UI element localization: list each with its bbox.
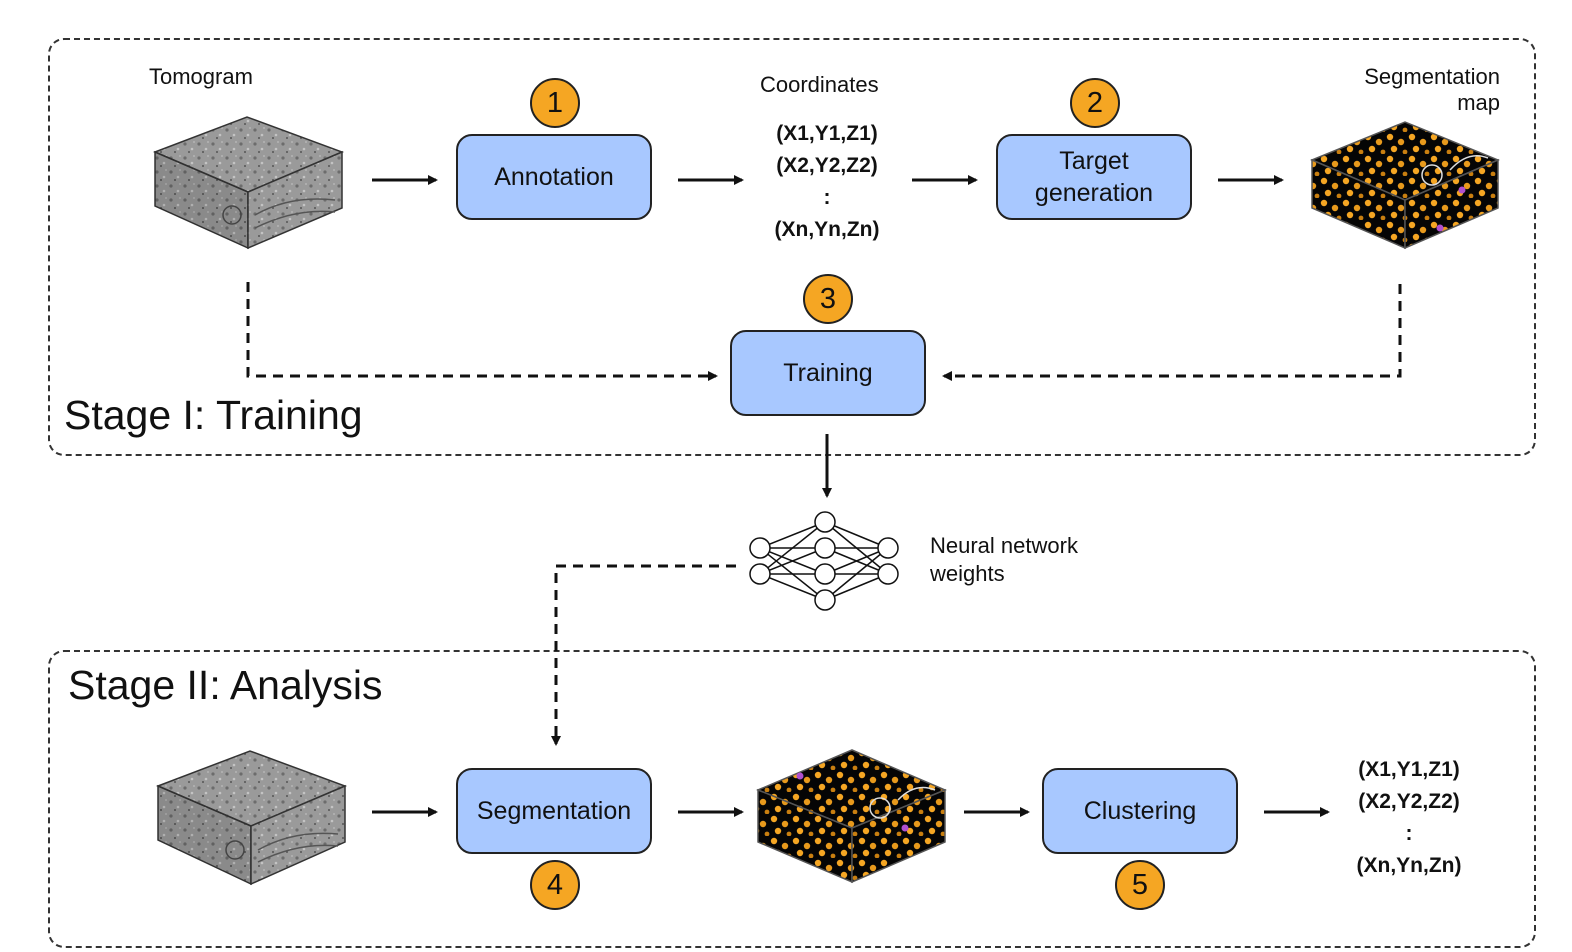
tomogram-label: Tomogram bbox=[149, 64, 253, 89]
nn-weights-label: Neural network weights bbox=[930, 532, 1078, 588]
neural-network-icon bbox=[749, 511, 899, 611]
clustering-box: Clustering bbox=[1042, 768, 1238, 854]
stage-1-frame bbox=[48, 38, 1536, 456]
nn-weights-label-line2: weights bbox=[930, 561, 1005, 586]
segmentation-map-label-line1: Segmentation bbox=[1364, 64, 1500, 89]
segmentation-map-icon bbox=[1310, 121, 1500, 250]
nn-weights-label-line1: Neural network bbox=[930, 533, 1078, 558]
coordinates-list-stage2: (X1,Y1,Z1) (X2,Y2,Z2) : (Xn,Yn,Zn) bbox=[1314, 754, 1504, 882]
segmentation-map-label-line2: map bbox=[1457, 90, 1500, 115]
coordinate-2: (X2,Y2,Z2) bbox=[776, 154, 878, 177]
target-generation-label-line2: generation bbox=[1034, 179, 1154, 207]
segmentation-result-icon bbox=[756, 749, 947, 884]
coordinate-n: (Xn,Yn,Zn) bbox=[774, 218, 880, 241]
coordinate-2: (X2,Y2,Z2) bbox=[1358, 790, 1460, 813]
stage-2-title: Stage II: Analysis bbox=[68, 662, 383, 708]
target-generation-box: Target generation bbox=[996, 134, 1192, 220]
annotation-box: Annotation bbox=[456, 134, 652, 220]
stage-2-frame bbox=[48, 650, 1536, 948]
coordinate-1: (X1,Y1,Z1) bbox=[1358, 758, 1460, 781]
dashed-arrow-tomogram-training bbox=[246, 282, 718, 381]
step-2-badge: 2 bbox=[1070, 78, 1120, 128]
stage-1-title: Stage I: Training bbox=[64, 392, 363, 438]
dashed-arrow-segmap-training bbox=[942, 284, 1402, 381]
coordinates-label: Coordinates bbox=[760, 72, 879, 97]
coordinate-n: (Xn,Yn,Zn) bbox=[1356, 854, 1462, 877]
tomogram-icon bbox=[153, 116, 345, 250]
target-generation-label-line1: Target bbox=[1059, 147, 1129, 175]
step-5-badge: 5 bbox=[1115, 860, 1165, 910]
tomogram-icon-stage2 bbox=[156, 750, 348, 886]
segmentation-box: Segmentation bbox=[456, 768, 652, 854]
step-4-badge: 4 bbox=[530, 860, 580, 910]
training-box: Training bbox=[730, 330, 926, 416]
coordinate-ellipsis: : bbox=[1405, 822, 1413, 845]
coordinate-1: (X1,Y1,Z1) bbox=[776, 122, 878, 145]
dashed-arrow-network-segmentation bbox=[551, 564, 736, 746]
step-1-badge: 1 bbox=[530, 78, 580, 128]
segmentation-map-label: Segmentation map bbox=[1364, 64, 1500, 116]
step-3-badge: 3 bbox=[803, 274, 853, 324]
coordinate-ellipsis: : bbox=[823, 186, 831, 209]
coordinates-list-stage1: (X1,Y1,Z1) (X2,Y2,Z2) : (Xn,Yn,Zn) bbox=[732, 118, 922, 246]
